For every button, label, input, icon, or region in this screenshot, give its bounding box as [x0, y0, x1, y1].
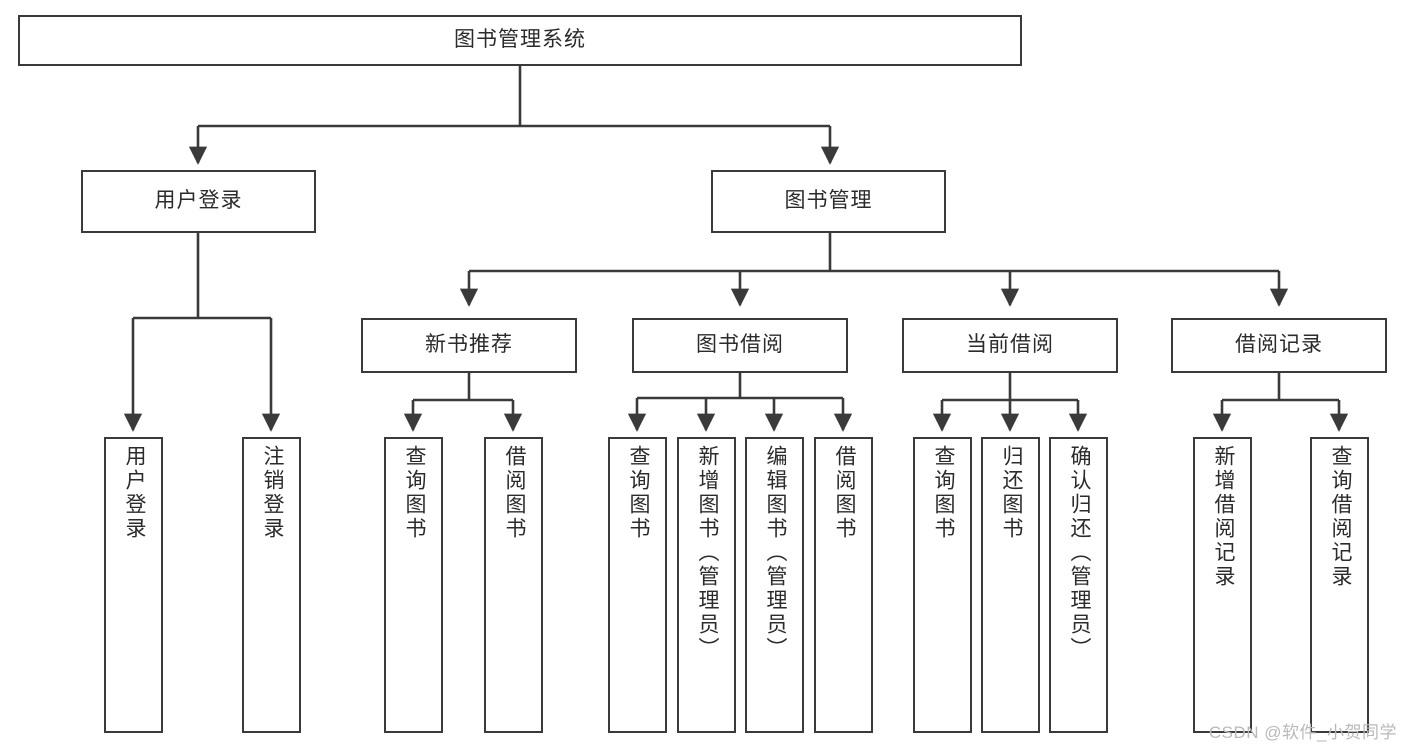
leaf-query-book-1[interactable]: 查询图书 — [384, 437, 443, 733]
leaf-query-book-1-label: 查询图书 — [402, 445, 426, 541]
leaf-edit-book[interactable]: 编辑图书（管理员） — [745, 437, 804, 733]
node-borrow-record[interactable]: 借阅记录 — [1171, 318, 1387, 373]
leaf-borrow-book-2[interactable]: 借阅图书 — [814, 437, 873, 733]
leaf-confirm-return-label: 确认归还（管理员） — [1067, 445, 1091, 661]
node-root-label: 图书管理系统 — [454, 28, 586, 52]
leaf-borrow-book-2-label: 借阅图书 — [832, 445, 856, 541]
leaf-query-record[interactable]: 查询借阅记录 — [1310, 437, 1369, 733]
leaf-logout-login-label: 注销登录 — [260, 445, 284, 541]
leaf-query-book-2[interactable]: 查询图书 — [608, 437, 667, 733]
leaf-borrow-book-1-label: 借阅图书 — [502, 445, 526, 541]
node-user-login-label: 用户登录 — [154, 189, 243, 213]
leaf-query-book-2-label: 查询图书 — [626, 445, 650, 541]
leaf-query-record-label: 查询借阅记录 — [1328, 445, 1352, 589]
node-current-borrow-label: 当前借阅 — [966, 333, 1054, 357]
node-user-login[interactable]: 用户登录 — [81, 170, 316, 233]
leaf-add-record-label: 新增借阅记录 — [1211, 445, 1235, 589]
node-borrow-record-label: 借阅记录 — [1235, 333, 1323, 357]
node-book-management[interactable]: 图书管理 — [711, 170, 946, 233]
node-new-book-recommend[interactable]: 新书推荐 — [361, 318, 577, 373]
node-book-management-label: 图书管理 — [784, 189, 873, 213]
node-book-borrow-label: 图书借阅 — [696, 333, 784, 357]
node-book-borrow[interactable]: 图书借阅 — [632, 318, 848, 373]
leaf-user-login[interactable]: 用户登录 — [104, 437, 163, 733]
leaf-add-book-label: 新增图书（管理员） — [695, 445, 719, 661]
leaf-query-book-3-label: 查询图书 — [931, 445, 955, 541]
leaf-return-book[interactable]: 归还图书 — [981, 437, 1040, 733]
leaf-query-book-3[interactable]: 查询图书 — [913, 437, 972, 733]
leaf-add-record[interactable]: 新增借阅记录 — [1193, 437, 1252, 733]
leaf-confirm-return[interactable]: 确认归还（管理员） — [1049, 437, 1108, 733]
node-root[interactable]: 图书管理系统 — [18, 15, 1022, 66]
leaf-add-book[interactable]: 新增图书（管理员） — [677, 437, 736, 733]
leaf-return-book-label: 归还图书 — [999, 445, 1023, 541]
node-new-book-recommend-label: 新书推荐 — [425, 333, 513, 357]
node-current-borrow[interactable]: 当前借阅 — [902, 318, 1118, 373]
leaf-logout-login[interactable]: 注销登录 — [242, 437, 301, 733]
csdn-watermark: CSDN @软件_小贺同学 — [1208, 723, 1397, 742]
leaf-borrow-book-1[interactable]: 借阅图书 — [484, 437, 543, 733]
leaf-edit-book-label: 编辑图书（管理员） — [763, 445, 787, 661]
leaf-user-login-label: 用户登录 — [122, 445, 146, 541]
